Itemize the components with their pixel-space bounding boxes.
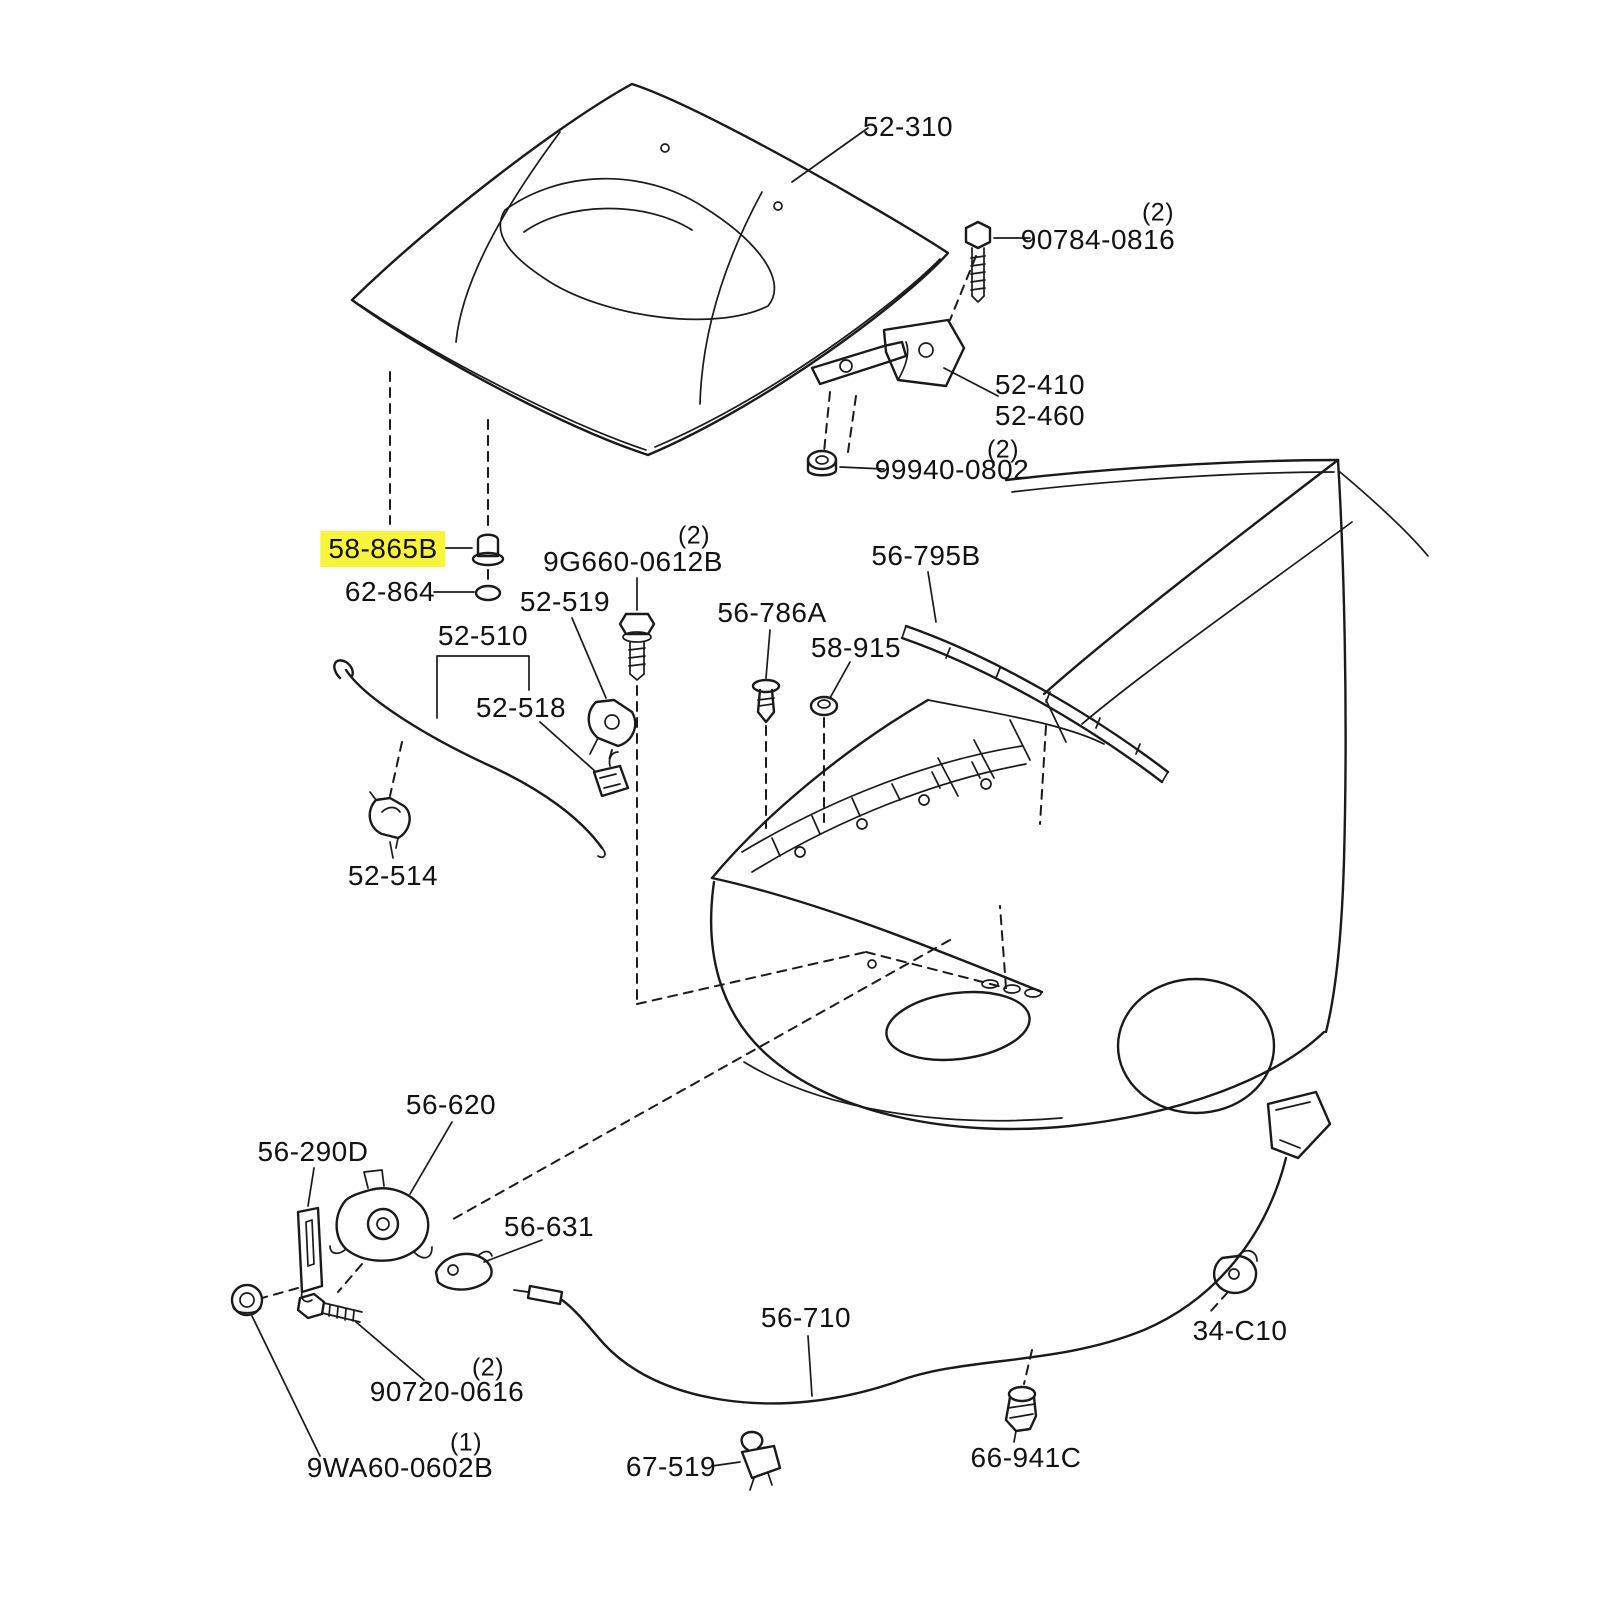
part-label-fastener: 56-786A xyxy=(717,597,827,628)
part-label-hinge-bolt: 90784-0816 xyxy=(1020,224,1176,255)
hinge-nut-icon xyxy=(806,449,885,477)
part-label-cowl-bolt: 9G660-0612B xyxy=(543,546,723,577)
rod-clip-icon xyxy=(539,721,630,798)
rod-holder-icon xyxy=(368,791,411,859)
part-label-latch-bolt: 90720-0616 xyxy=(369,1376,525,1407)
part-label-hood-hinge-upper: 52-410 xyxy=(994,369,1086,401)
rod-bracket-icon xyxy=(571,617,637,765)
cable-holder-icon xyxy=(711,1430,782,1491)
part-label-hinge-nut: 99940-0802 xyxy=(874,454,1030,485)
part-label-grommet: 58-915 xyxy=(810,632,902,663)
support-rod-drawing xyxy=(333,655,606,859)
part-label-rod-clip: 52-518 xyxy=(475,692,567,723)
hood-cushion-icon xyxy=(433,584,502,602)
hinge-bolt-icon xyxy=(964,220,1031,303)
striker-icon xyxy=(261,1167,324,1303)
cable-clamp-icon xyxy=(1004,1349,1038,1443)
part-label-hood-panel: 52-310 xyxy=(862,111,954,142)
release-cable-drawing xyxy=(513,1090,1332,1405)
part-label-release-cable: 56-710 xyxy=(760,1302,852,1333)
part-label-hood-cushion: 62-864 xyxy=(344,576,436,607)
part-label-latch-nut: 9WA60-0602B xyxy=(306,1452,494,1483)
install-guide-lines xyxy=(447,905,1007,1223)
hood-hinge-drawing xyxy=(810,255,999,453)
part-label-safety-lever: 56-631 xyxy=(503,1211,595,1242)
qty-label-latch-nut: (1) xyxy=(449,1428,483,1457)
qty-label-cowl-bolt: (2) xyxy=(677,521,711,550)
part-label-cowl-seal: 56-795B xyxy=(871,540,981,571)
safety-lever-icon xyxy=(434,1239,543,1291)
part-label-hood-hinge: 52-410 52-460 xyxy=(994,369,1086,432)
cowl-seal-drawing xyxy=(900,571,1170,825)
latch-nut-icon xyxy=(230,1283,321,1457)
part-label-hood-hinge-lower: 52-460 xyxy=(994,400,1086,431)
grommet-icon xyxy=(809,661,851,823)
part-label-rod-bracket: 52-519 xyxy=(519,586,611,617)
part-label-support-rod: 52-510 xyxy=(437,620,529,651)
cowl-bolt-icon xyxy=(618,577,656,1005)
qty-label-hinge-bolt: (2) xyxy=(1141,198,1175,227)
qty-label-hinge-nut: (2) xyxy=(986,435,1020,464)
part-label-hood-bumper: 58-865B xyxy=(320,531,446,567)
hood-latch-drawing xyxy=(329,1121,453,1293)
part-label-hood-latch: 56-620 xyxy=(405,1089,497,1120)
qty-label-latch-bolt: (2) xyxy=(471,1353,505,1382)
part-label-cable-clamp: 66-941C xyxy=(970,1442,1082,1473)
highlight-58-865B: 58-865B xyxy=(320,531,446,567)
cable-clip-icon xyxy=(1209,1249,1258,1313)
part-label-rod-holder: 52-514 xyxy=(347,860,439,891)
part-label-striker: 56-290D xyxy=(257,1136,369,1167)
latch-bolt-icon xyxy=(296,1292,425,1381)
hood-panel-drawing xyxy=(350,82,950,583)
fastener-icon xyxy=(751,629,781,829)
car-body-drawing xyxy=(709,458,1429,1131)
hood-bumper-icon xyxy=(437,533,505,567)
part-label-cable-clip: 34-C10 xyxy=(1192,1315,1288,1346)
part-label-cable-holder: 67-519 xyxy=(625,1451,717,1482)
